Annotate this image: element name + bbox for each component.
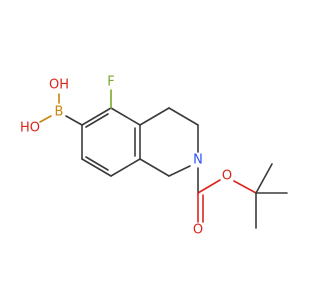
hydroxyl-left-label: HO	[20, 121, 40, 136]
nitrogen-label: N	[193, 153, 203, 168]
bond	[81, 107, 112, 126]
bond	[139, 158, 170, 177]
bond-c-o-single	[197, 179, 221, 194]
ester-oxygen-label: O	[222, 169, 232, 184]
bond	[110, 158, 141, 177]
bond	[168, 107, 199, 126]
bond-double-inner	[85, 113, 109, 128]
aromatic-ring	[81, 107, 141, 177]
bond	[168, 165, 191, 177]
molecule-structure-diagram: F B OH HO N O O	[20, 75, 288, 238]
bond-o-c	[233, 180, 257, 194]
bond-tbu-methyl-up	[255, 163, 273, 194]
bond	[110, 107, 141, 126]
bond-b-oh-left	[39, 115, 52, 123]
hydroxyl-top-label: OH	[49, 78, 69, 93]
bond	[81, 158, 112, 177]
bond	[139, 107, 170, 126]
carbonyl-oxygen-label: O	[193, 223, 203, 238]
fluorine-label: F	[107, 75, 114, 90]
saturated-ring	[139, 107, 199, 177]
bond-c-b	[65, 115, 83, 126]
bond-double-inner	[85, 156, 109, 171]
boron-label: B	[55, 105, 64, 120]
